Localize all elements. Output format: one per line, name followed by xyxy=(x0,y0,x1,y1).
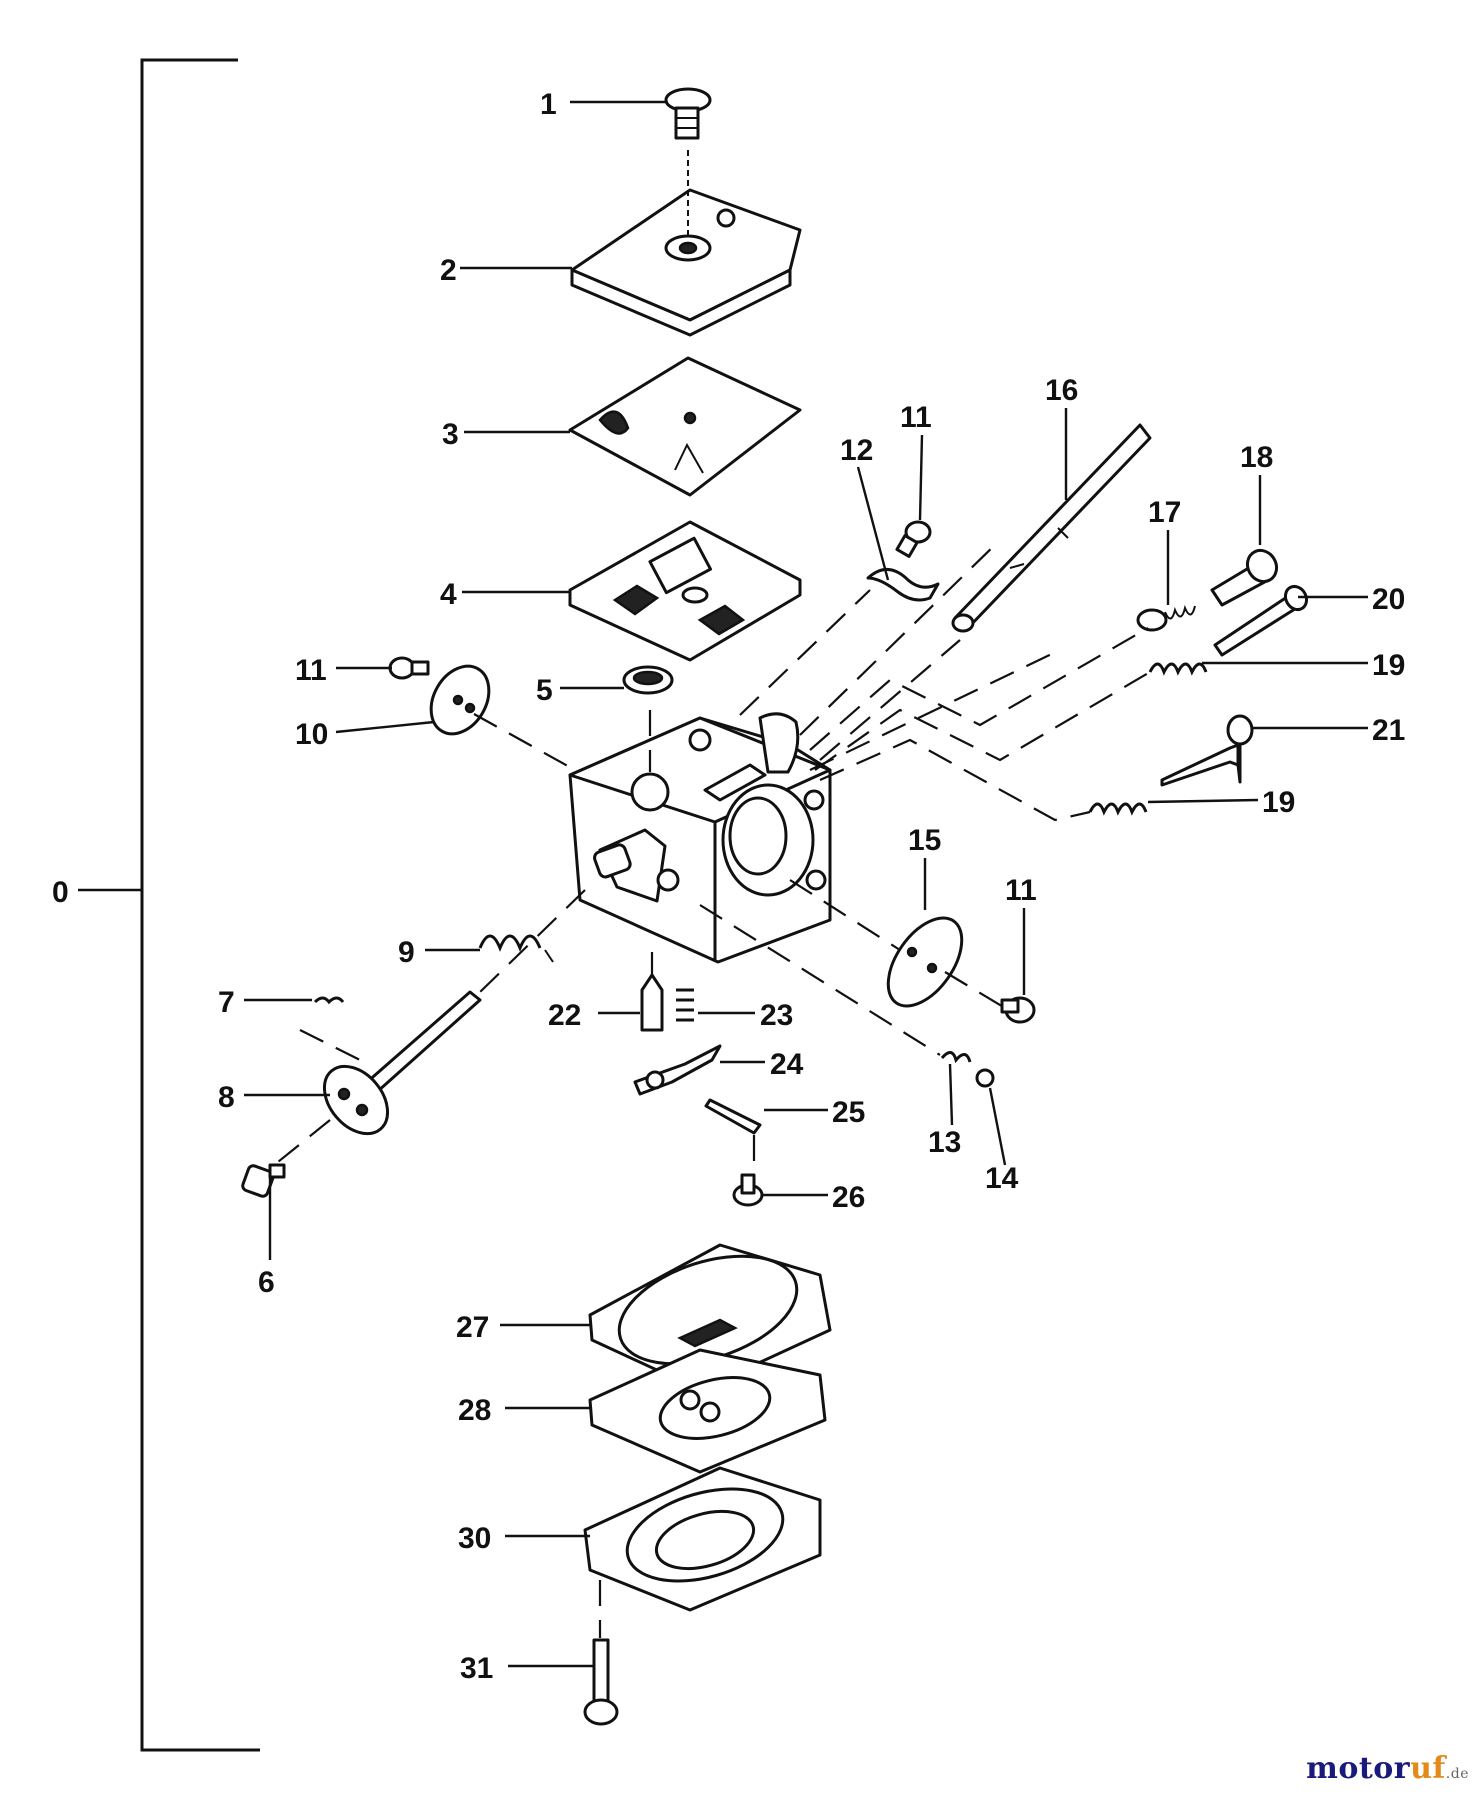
callout-25: 25 xyxy=(832,1096,865,1129)
callout-19-upper: 19 xyxy=(1372,649,1405,682)
callout-18: 18 xyxy=(1240,441,1273,474)
part-31-screw xyxy=(583,1638,619,1726)
callout-23: 23 xyxy=(760,999,793,1032)
part-24-metering-lever xyxy=(633,1044,722,1096)
part-15-choke-plate xyxy=(886,916,964,1008)
callout-13: 13 xyxy=(928,1126,961,1159)
part-7-screw xyxy=(313,996,345,1005)
part-12-clip xyxy=(866,568,940,602)
callout-3: 3 xyxy=(442,418,459,451)
part-26-screw xyxy=(732,1173,764,1207)
part-23-spring xyxy=(676,988,694,1022)
callout-12: 12 xyxy=(840,434,873,467)
part-14-ball xyxy=(975,1068,995,1088)
watermark-accent: uf xyxy=(1410,1751,1446,1786)
part-9-spring xyxy=(478,934,554,963)
part-11-screw-right xyxy=(1000,996,1036,1024)
part-17-spring xyxy=(1136,604,1196,632)
part-25-lever-pin xyxy=(704,1098,762,1135)
callout-30: 30 xyxy=(458,1522,491,1555)
callout-16: 16 xyxy=(1045,374,1078,407)
callout-1: 1 xyxy=(540,88,557,121)
callout-labels: 0 1 2 3 4 5 6 7 8 9 10 11 11 11 12 13 14… xyxy=(52,88,1405,1685)
callout-2: 2 xyxy=(440,254,457,287)
part-3-gasket xyxy=(568,356,802,497)
callout-20: 20 xyxy=(1372,583,1405,616)
callout-9: 9 xyxy=(398,936,415,969)
part-4-pump-diaphragm xyxy=(568,520,802,662)
callout-8: 8 xyxy=(218,1081,235,1114)
callout-6: 6 xyxy=(258,1266,275,1299)
watermark-main: motor xyxy=(1306,1751,1411,1786)
callout-7: 7 xyxy=(218,986,235,1019)
callout-15: 15 xyxy=(908,824,941,857)
callout-4: 4 xyxy=(440,578,457,611)
callout-28: 28 xyxy=(458,1394,491,1427)
callout-19-lower: 19 xyxy=(1262,786,1295,819)
callout-5: 5 xyxy=(536,674,553,707)
part-6-screw xyxy=(241,1163,286,1198)
callout-11-top: 11 xyxy=(900,401,932,434)
callout-11-right: 11 xyxy=(1005,874,1037,907)
callout-27: 27 xyxy=(456,1311,489,1344)
callout-10: 10 xyxy=(295,718,328,751)
callout-11-left: 11 xyxy=(295,654,327,687)
callout-26: 26 xyxy=(832,1181,865,1214)
part-18-needle xyxy=(1210,548,1279,607)
callout-22: 22 xyxy=(548,999,581,1032)
part-20-needle xyxy=(1213,584,1309,657)
part-22-inlet-needle xyxy=(640,973,664,1032)
part-19-spring-upper xyxy=(1148,662,1208,676)
callout-14: 14 xyxy=(985,1162,1019,1195)
part-1-screw xyxy=(664,87,712,140)
assembly-lines xyxy=(267,539,1151,1638)
watermark-logo: motoruf.de xyxy=(1306,1751,1469,1786)
part-2-pump-cover xyxy=(570,150,802,337)
assembly-bracket xyxy=(78,58,260,1752)
part-21-needle xyxy=(1160,714,1254,787)
part-16-choke-shaft xyxy=(951,423,1152,633)
leader-lines xyxy=(244,100,1368,1668)
part-19-spring-lower xyxy=(1088,802,1148,816)
part-30-diaphragm-cover xyxy=(583,1466,822,1612)
part-8-throttle-shaft xyxy=(322,990,482,1136)
part-11-screw-left xyxy=(388,656,430,680)
part-10-throttle-plate xyxy=(429,664,491,736)
watermark-tld: .de xyxy=(1445,1766,1469,1782)
callout-0: 0 xyxy=(52,876,69,909)
part-carburetor-body xyxy=(568,712,832,964)
callout-24: 24 xyxy=(770,1048,804,1081)
callout-31: 31 xyxy=(460,1652,493,1685)
callout-17: 17 xyxy=(1148,496,1181,529)
part-13-spring xyxy=(940,1051,972,1064)
part-11-screw-top xyxy=(895,520,932,558)
part-27-gasket xyxy=(588,1243,832,1392)
callout-21: 21 xyxy=(1372,714,1405,747)
part-5-seal xyxy=(622,665,674,695)
part-28-metering-diaphragm xyxy=(588,1348,827,1474)
